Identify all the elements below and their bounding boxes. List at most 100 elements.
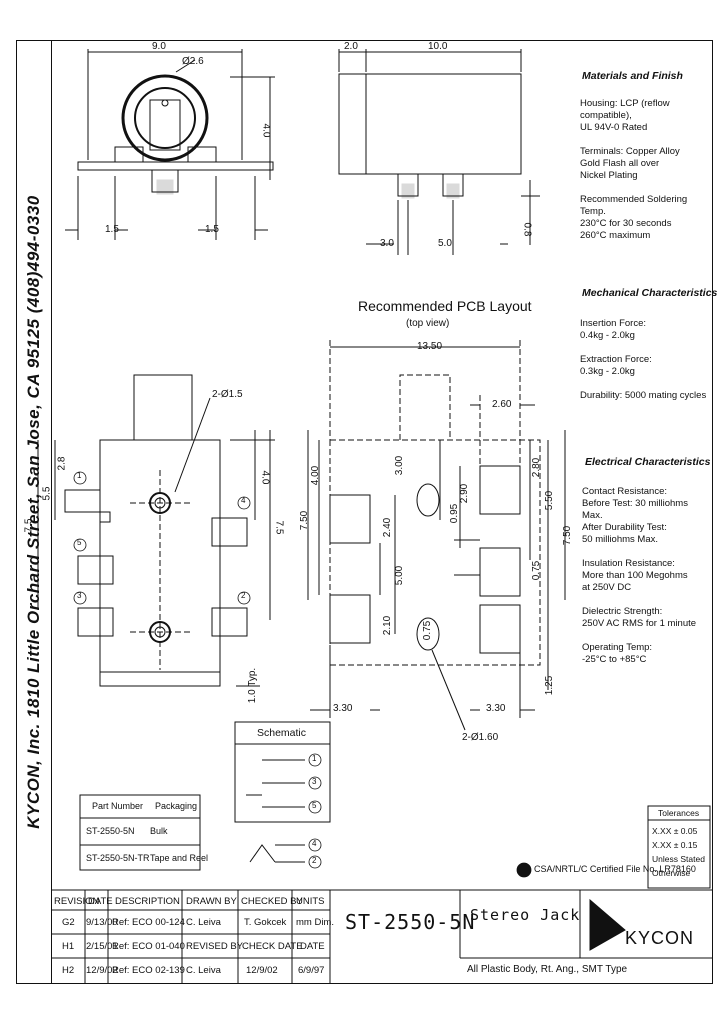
tb-header-rev: REVISION [54,896,100,907]
tb-header-date: DATE [88,896,113,907]
tolerance-line-3: Unless Stated [652,854,705,864]
side-d1-label: 2.0 [344,41,358,52]
parts-row-pack: Bulk [150,826,168,836]
pcb-075-label: 0.75 [422,620,434,641]
materials-list: Housing: LCP (reflow compatible), UL 94V… [580,98,708,242]
tolerance-line-1: X.XX ± 0.05 [652,826,698,836]
parts-row-pack: Tape and Reel [150,853,209,863]
front-hole-label: Ø2.6 [182,56,204,67]
schematic-title: Schematic [257,727,307,739]
front-left-pad-label: 1.5 [105,224,119,235]
tb-date: 9/13/00 [86,917,118,928]
electrical-line: 250V AC RMS for 1 minute [582,618,697,629]
title-block-lines [52,889,713,984]
electrical-line: at 250V DC [582,582,632,593]
pcb-pad-width-label: 2.60 [492,399,512,410]
bottom-view [37,374,275,687]
electrical-line: More than 100 Megohms [582,570,688,581]
parts-row-part: ST-2550-5N [86,826,135,836]
mechanical-line: 0.4kg - 2.0kg [580,330,635,341]
parts-header-pack: Packaging [155,801,198,811]
pcb-210-label: 2.10 [382,615,394,636]
tb-header-desc: DESCRIPTION [115,896,180,907]
mechanical-list: Insertion Force: 0.4kg - 2.0kg Extractio… [580,318,708,402]
drawing-frame [16,40,713,984]
pcb-290-label: 2.90 [459,483,471,504]
pcb-750b-label: 7.50 [562,525,574,546]
pcb-125-label: 1.25 [544,675,556,696]
electrical-line: 50 milliohms Max. [582,534,659,545]
schematic-pin-3: 3 [312,777,317,786]
schematic-pin-2: 2 [312,856,317,865]
side-view [338,49,540,255]
schematic-pin-4: 4 [312,839,317,848]
materials-line: Recommended Soldering Temp. [580,194,688,217]
tb-checkdate: 12/9/02 [246,965,278,976]
materials-line: 230°C for 30 seconds [580,218,672,229]
electrical-title: Electrical Characteristics [585,456,711,468]
pcb-hole-label: 2-Ø1.60 [462,732,499,743]
electrical-line: -25°C to +85°C [582,654,647,665]
tb-checkdate: CHECK DATE [242,941,303,952]
mechanical-line: Durability: 5000 mating cycles [580,390,707,401]
front-view [65,49,275,240]
mechanical-line: 0.3kg - 2.0kg [580,366,635,377]
tb-date: 12/9/02 [86,965,118,976]
pin-3-label: 3 [77,591,82,600]
tb-rev: H1 [62,941,75,952]
pcb-550-label: 5.50 [544,490,556,511]
bottom-40-label: 4.0 [259,470,271,485]
pcb-left-330-label: 3.30 [333,703,353,714]
electrical-line: Before Test: 30 milliohms Max. [582,498,688,521]
pcb-240-label: 2.40 [382,517,394,538]
tb-date-header: DATE [300,941,325,952]
certification-text: CSA/NRTL/C Certified File No. LR78160 [534,864,696,874]
pcb-layout [307,340,566,731]
bottom-75-right-label: 7.5 [273,520,285,535]
side-d4-label: 5.0 [438,238,452,249]
materials-line: Gold Flash all over [580,158,660,169]
front-width-label: 9.0 [152,41,166,52]
address-strip [16,40,52,984]
tb-header-units: UNITS [296,896,325,907]
bottom-28-label: 2.8 [56,456,68,471]
tb-rev: G2 [62,917,75,928]
electrical-line: Dielectric Strength: [582,606,663,617]
tb-rev: H2 [62,965,75,976]
materials-line: 260°C maximum [580,230,651,241]
tb-product-name: Stereo Jack [470,906,581,924]
tb-revised: REVISED BY [186,941,244,952]
front-height-label: 4.0 [260,123,272,138]
mechanical-title: Mechanical Characteristics [582,287,718,299]
front-right-pad-label: 1.5 [205,224,219,235]
pcb-300-label: 3.00 [394,455,406,476]
electrical-line: Insulation Resistance: [582,558,675,569]
schematic-box [234,721,331,863]
schematic-pin-1: 1 [312,754,317,763]
mechanical-line: Insertion Force: [580,318,646,329]
tb-desc: Ref: ECO 02-139 [112,965,185,976]
pcb-750-label: 7.50 [299,510,311,531]
electrical-list: Contact Resistance: Before Test: 30 mill… [582,486,710,666]
pin-1-label: 1 [77,471,82,480]
tb-units: mm Dim. [296,917,334,928]
tolerances-box [647,805,711,889]
materials-title: Materials and Finish [582,70,683,82]
materials-line: Terminals: Copper Alloy [580,146,680,157]
parts-table-lines [79,794,201,871]
tb-header-checked: CHECKED BY [241,896,303,907]
bottom-75-left-label: 7.5 [23,518,35,533]
materials-line: Nickel Plating [580,170,638,181]
materials-line: UL 94V-0 Rated [580,122,648,133]
parts-header-part: Part Number [92,801,144,811]
tolerances-title: Tolerances [658,808,700,818]
pcb-500-label: 5.00 [394,565,406,586]
tolerance-line-2: X.XX ± 0.15 [652,840,698,850]
kycon-logo: KYCON [625,928,695,948]
side-d2-label: 10.0 [428,41,448,52]
parts-row-part: ST-2550-5N-TR [86,853,150,863]
tb-date: 6/9/97 [298,965,325,976]
tolerance-line-4: Otherwise [652,868,691,878]
bottom-55-label: 5.5 [41,486,53,501]
